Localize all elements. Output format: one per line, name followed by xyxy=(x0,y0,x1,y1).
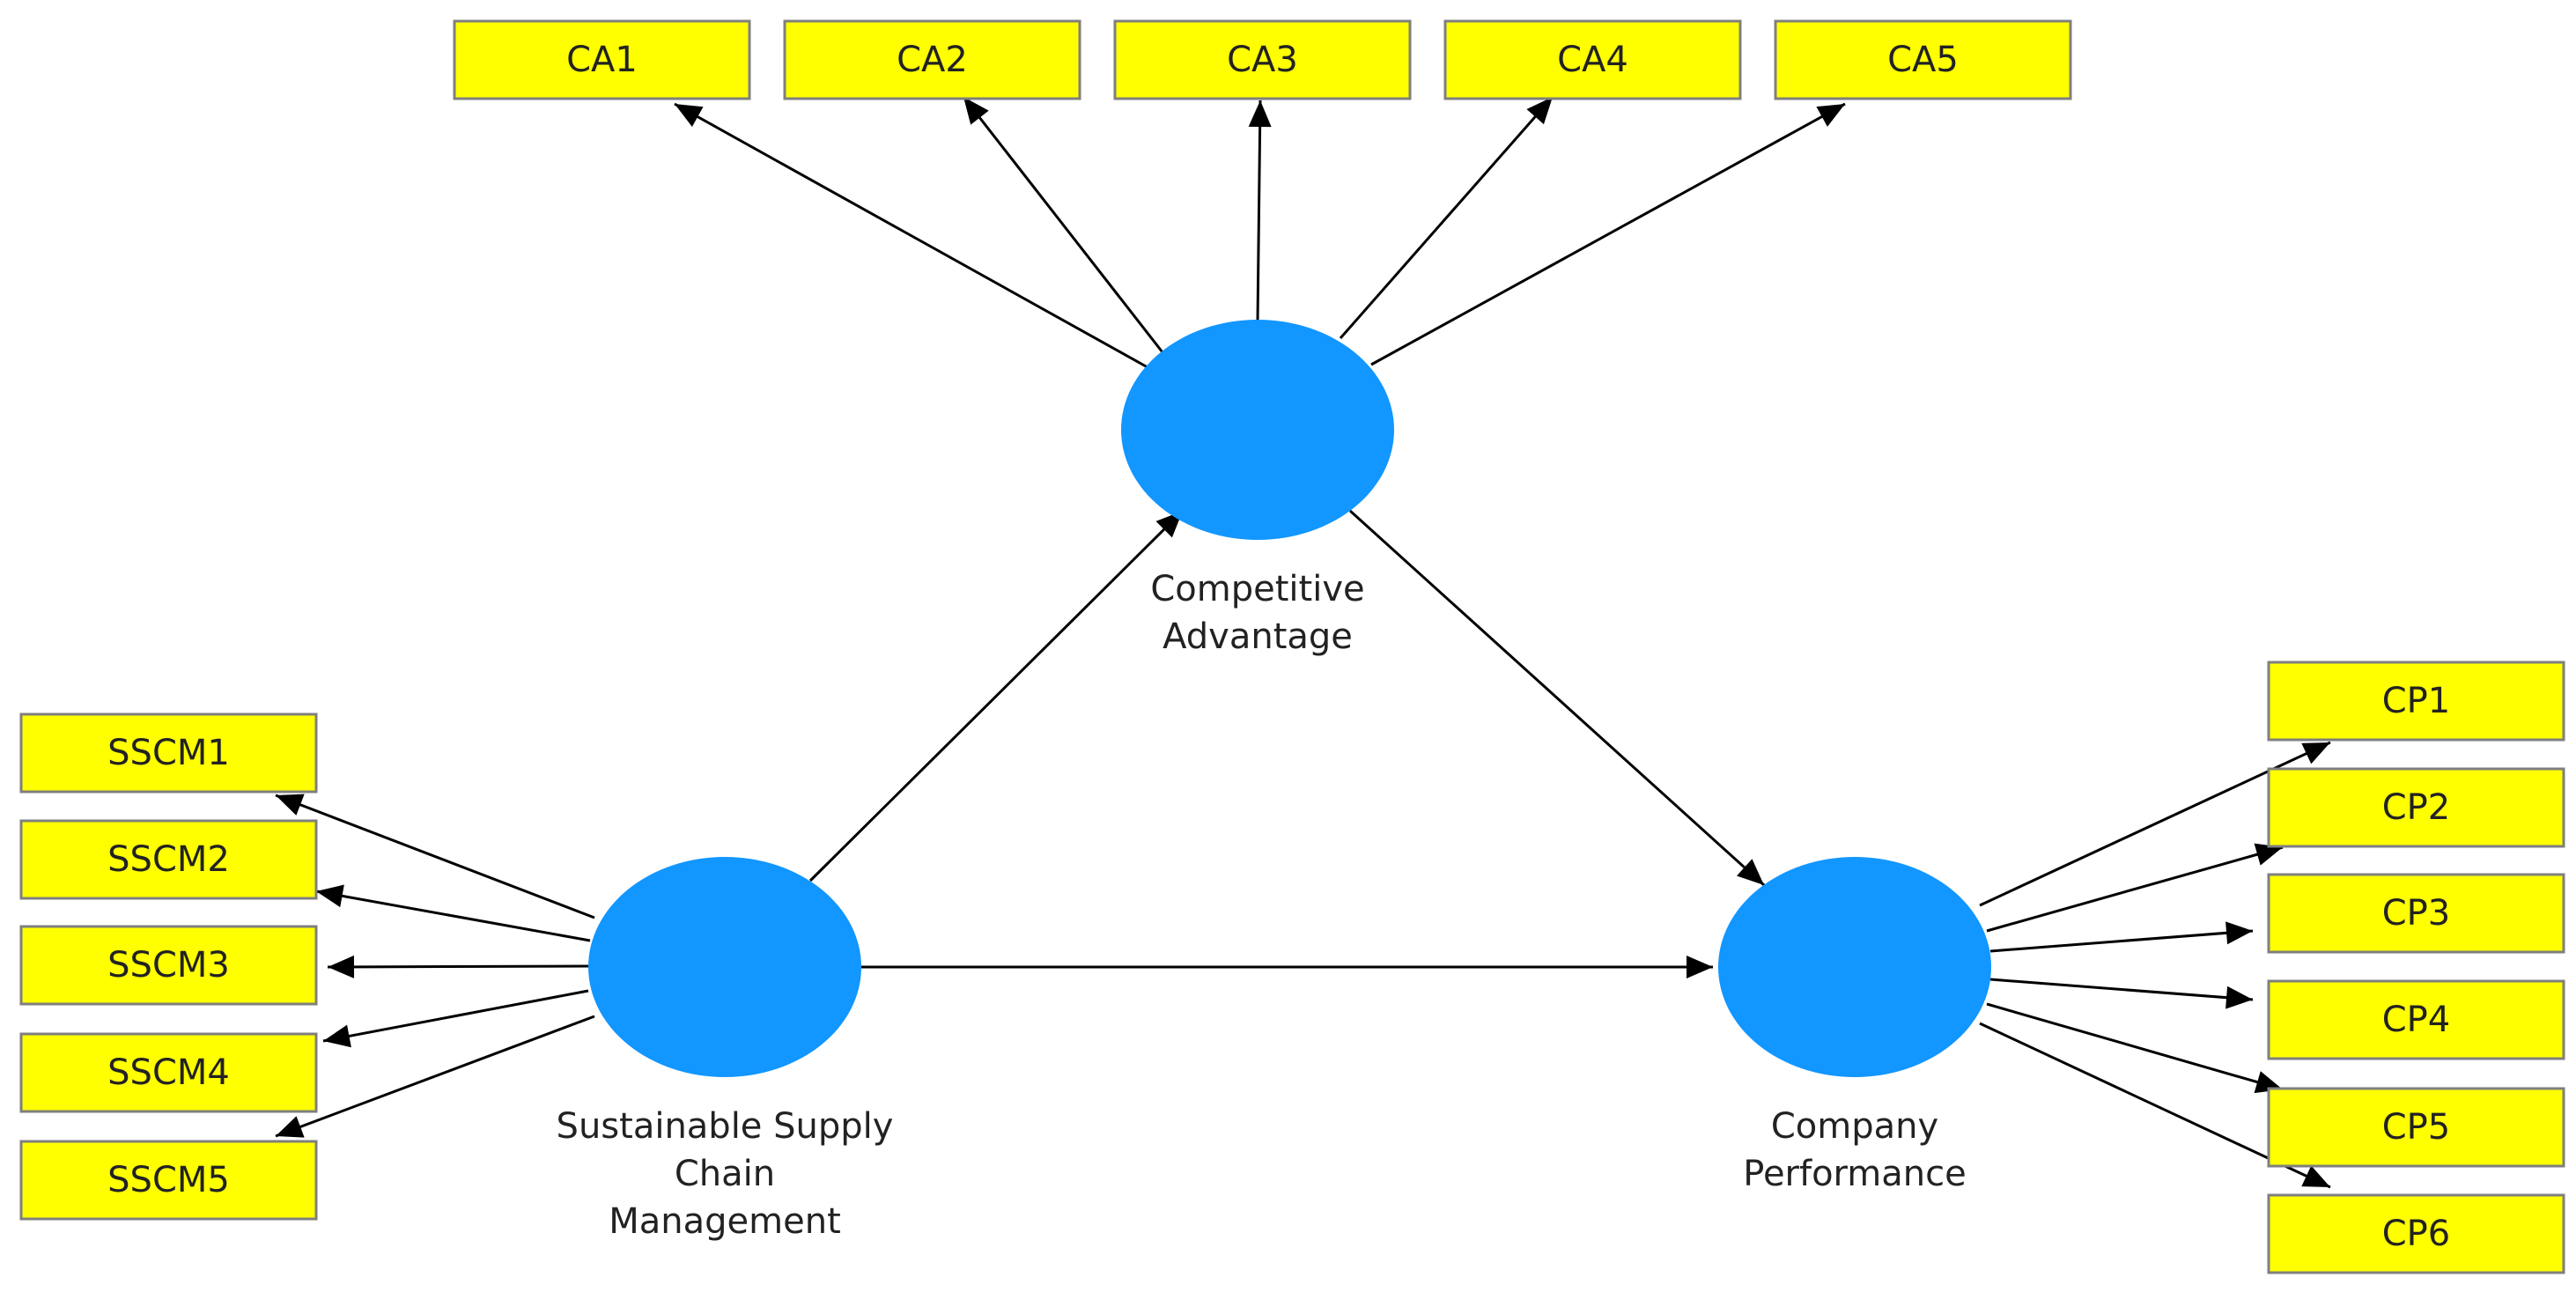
indicator-box xyxy=(19,819,318,900)
latent-cp-label: Company xyxy=(1771,1106,1938,1147)
indicator-label: CP2 xyxy=(2382,787,2451,828)
indicator-label: CA4 xyxy=(1557,40,1628,80)
indicator-box xyxy=(19,1140,318,1221)
latent-cp-ellipse xyxy=(1718,857,1991,1077)
indicator-box xyxy=(2267,767,2565,848)
indicator-label: CA2 xyxy=(897,40,968,80)
indicator-box xyxy=(2267,1087,2565,1168)
loading-arrow-arrowhead xyxy=(328,955,355,978)
latent-cp-label: Performance xyxy=(1743,1154,1966,1194)
loading-arrow-arrowhead xyxy=(675,104,704,127)
structural-path-arrow-arrowhead xyxy=(1687,956,1713,978)
indicator-box xyxy=(1443,19,1742,100)
indicator-label: CP6 xyxy=(2382,1214,2451,1254)
indicator-box xyxy=(2267,873,2565,954)
indicator-label: SSCM3 xyxy=(107,945,230,986)
indicator-label: SSCM5 xyxy=(107,1160,230,1200)
loading-arrow-arrowhead xyxy=(1816,104,1845,127)
loading-arrow-arrowhead xyxy=(2225,921,2253,945)
loading-arrow xyxy=(1989,978,2254,1001)
loading-arrow-arrowhead xyxy=(276,1116,305,1138)
loading-arrow xyxy=(1256,100,1262,321)
latent-sscm-ellipse xyxy=(588,857,861,1077)
loading-arrow-arrowhead xyxy=(2301,1165,2330,1187)
loading-arrow xyxy=(674,102,1148,369)
loading-arrow-arrowhead xyxy=(316,884,344,908)
indicator-box xyxy=(19,712,318,794)
loading-arrow xyxy=(322,989,589,1043)
indicator-label: CP3 xyxy=(2382,893,2451,934)
indicator-box xyxy=(2267,1193,2565,1274)
loading-arrow-arrowhead xyxy=(1526,97,1553,125)
loading-arrow xyxy=(327,964,589,969)
loading-arrow-arrowhead xyxy=(1248,100,1272,128)
loading-arrow xyxy=(1986,845,2284,933)
indicator-box xyxy=(453,19,751,100)
loading-arrow-arrowhead xyxy=(963,97,989,125)
loading-arrow xyxy=(962,96,1164,353)
indicator-label: CP1 xyxy=(2382,681,2451,721)
indicator-label: SSCM2 xyxy=(107,839,230,880)
indicator-box xyxy=(19,1032,318,1113)
loading-arrow xyxy=(315,890,591,942)
latent-sscm-label: Management xyxy=(609,1201,841,1242)
indicator-label: CP5 xyxy=(2382,1107,2451,1148)
loading-arrow-arrowhead xyxy=(323,1024,351,1048)
loading-arrow xyxy=(275,794,595,919)
indicator-box xyxy=(19,925,318,1006)
loading-arrow xyxy=(1989,929,2254,953)
indicator-layer: CA1 CA2 CA3 CA4 CA5SSCM1SSCM2SSCM3SSCM4SSCM5… xyxy=(19,19,2565,1274)
indicator-label: SSCM1 xyxy=(107,733,230,773)
loading-arrow-arrowhead xyxy=(276,794,305,816)
latent-sscm-label: Chain xyxy=(675,1154,775,1194)
loading-arrow-arrowhead xyxy=(2301,742,2330,764)
indicator-box xyxy=(1774,19,2072,100)
indicator-label: CP4 xyxy=(2382,1000,2451,1040)
indicator-box xyxy=(2267,979,2565,1060)
indicator-box xyxy=(2267,661,2565,742)
structural-path-arrow-arrowhead xyxy=(1737,859,1764,885)
indicator-label: SSCM4 xyxy=(107,1052,230,1093)
indicator-label: CA1 xyxy=(566,40,638,80)
indicator-label: CA3 xyxy=(1227,40,1298,80)
latent-ca-ellipse xyxy=(1121,320,1394,540)
indicator-label: CA5 xyxy=(1887,40,1959,80)
indicator-box xyxy=(1113,19,1412,100)
loading-arrow xyxy=(275,1015,595,1138)
loading-arrow xyxy=(1339,96,1554,339)
loading-arrow-arrowhead xyxy=(2225,986,2253,1009)
structural-path-arrow xyxy=(808,509,1185,882)
latent-sscm-label: Sustainable Supply xyxy=(557,1106,894,1147)
indicator-box xyxy=(783,19,1081,100)
loading-arrow-arrowhead xyxy=(2254,843,2283,866)
latent-ca-label: Competitive xyxy=(1150,569,1364,609)
loading-arrow xyxy=(1370,102,1846,366)
arrows-layer xyxy=(275,96,2331,1189)
loading-arrow xyxy=(1986,1002,2284,1091)
latent-ca-label: Advantage xyxy=(1163,616,1353,657)
structural-path-arrow xyxy=(1348,509,1766,887)
